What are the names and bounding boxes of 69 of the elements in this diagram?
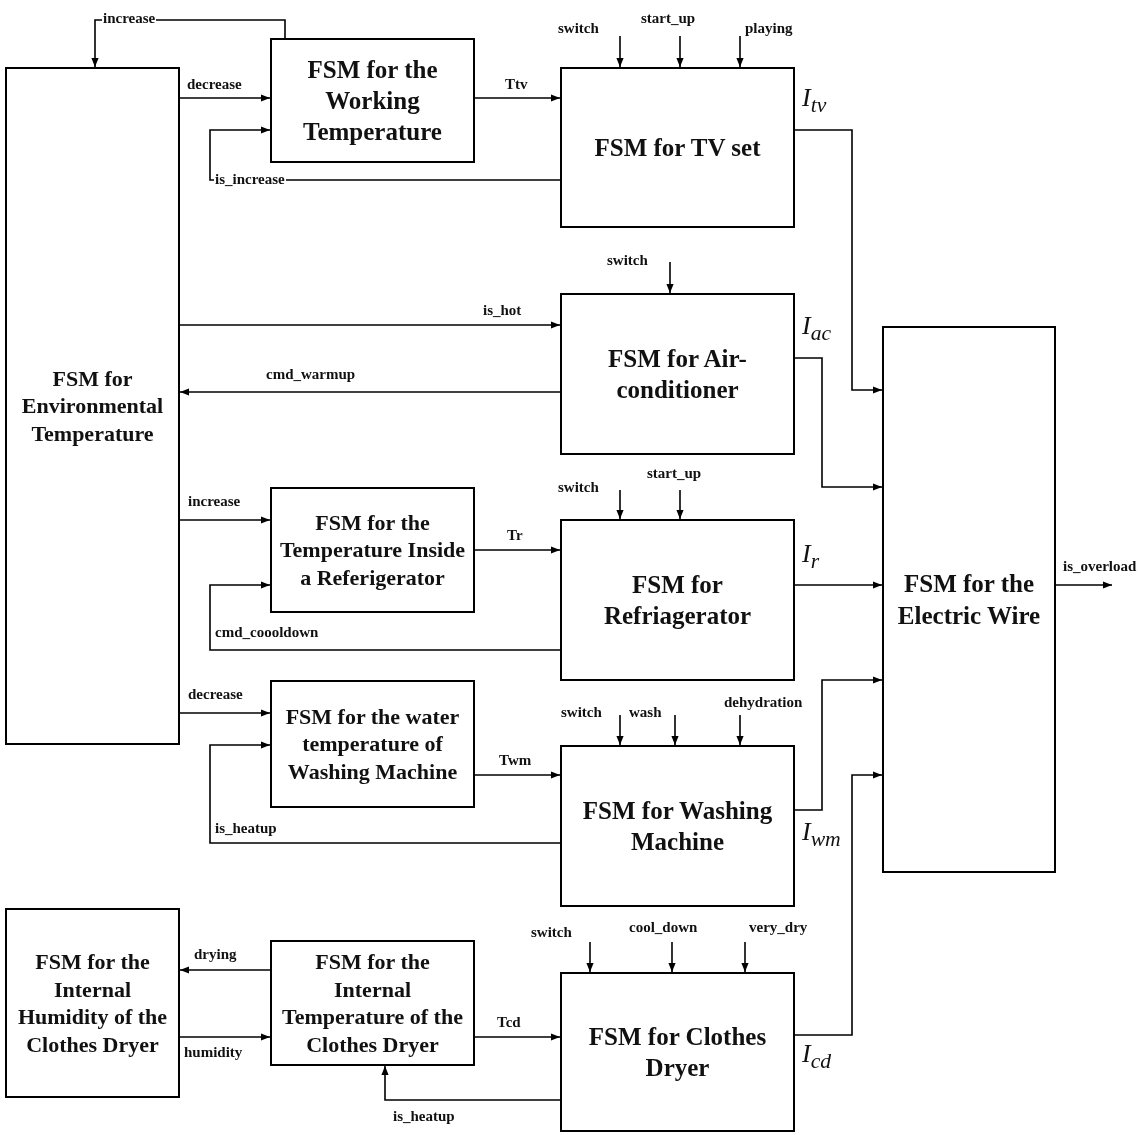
box-title: FSM for the Internal Humidity of the Clothes Dryer	[16, 948, 169, 1058]
box-title: FSM for the Temperature Inside a Referigerator	[278, 508, 467, 592]
box-title: FSM for TV set	[594, 132, 761, 163]
signal-label: cmd_coooldown	[214, 624, 320, 641]
arrow	[616, 35, 624, 68]
arrow	[794, 129, 883, 394]
signal-label: is_heatup	[392, 1108, 456, 1125]
arrow	[586, 941, 594, 973]
box-title: FSM for Washing Machine	[581, 795, 774, 857]
state-machine-box	[270, 38, 475, 163]
box-title: FSM for Refriagerator	[602, 569, 753, 631]
signal-label: is_heatup	[214, 820, 278, 837]
arrow	[179, 1033, 271, 1041]
state-machine-box	[5, 908, 180, 1098]
state-machine-box	[5, 67, 180, 745]
state-machine-box	[560, 293, 795, 455]
arrow	[209, 581, 561, 651]
arrow	[616, 714, 624, 746]
box-title: FSM for the Electric Wire	[896, 569, 1042, 631]
arrow	[179, 321, 561, 329]
state-machine-box	[560, 972, 795, 1132]
arrow	[209, 741, 561, 844]
arrow	[794, 357, 883, 491]
signal-label: playing	[744, 20, 794, 37]
arrow	[381, 1065, 561, 1101]
arrow	[794, 581, 883, 589]
arrow	[671, 714, 679, 746]
box-title: FSM for Clothes Dryer	[587, 1021, 768, 1083]
box-title: FSM for Air-conditioner	[607, 343, 748, 405]
box-title: FSM for Environmental Temperature	[20, 364, 165, 448]
state-machine-box	[270, 487, 475, 613]
arrow	[676, 489, 684, 520]
arrow	[676, 35, 684, 68]
signal-label: humidity	[183, 1044, 244, 1061]
arrow	[179, 966, 271, 974]
signal-label: is_overload	[1062, 558, 1138, 575]
state-machine-box	[270, 940, 475, 1066]
state-machine-box	[560, 519, 795, 681]
box-title: FSM for the water temperature of Washing Machine	[284, 702, 461, 786]
state-machine-box	[270, 680, 475, 808]
arrow	[666, 261, 674, 294]
arrow	[179, 388, 561, 396]
arrow	[616, 489, 624, 520]
signal-label: dehydration	[723, 694, 804, 711]
signal-label: is_increase	[214, 171, 286, 188]
arrow	[794, 676, 883, 811]
arrow	[179, 94, 271, 102]
arrow	[474, 546, 561, 554]
box-title: FSM for the Working Temperature	[302, 54, 443, 148]
signal-label: cmd_warmup	[265, 366, 357, 383]
box-title: FSM for the Internal Temperature of the Clothes Dryer	[281, 948, 464, 1058]
signal-label: is_hot	[482, 302, 523, 319]
arrow	[736, 35, 744, 68]
state-machine-box	[560, 745, 795, 907]
signal-label: drying	[193, 946, 238, 963]
arrow	[741, 941, 749, 973]
arrow	[794, 771, 883, 1036]
state-machine-box	[560, 67, 795, 228]
arrow	[668, 941, 676, 973]
arrow	[474, 1033, 561, 1041]
arrow	[474, 94, 561, 102]
arrow	[736, 714, 744, 746]
signal-label: very_dry	[748, 919, 809, 936]
signal-label: cool_down	[628, 919, 699, 936]
arrow	[179, 709, 271, 717]
arrow	[474, 771, 561, 779]
arrow	[1055, 581, 1113, 589]
arrow	[179, 516, 271, 524]
state-machine-box	[882, 326, 1056, 873]
